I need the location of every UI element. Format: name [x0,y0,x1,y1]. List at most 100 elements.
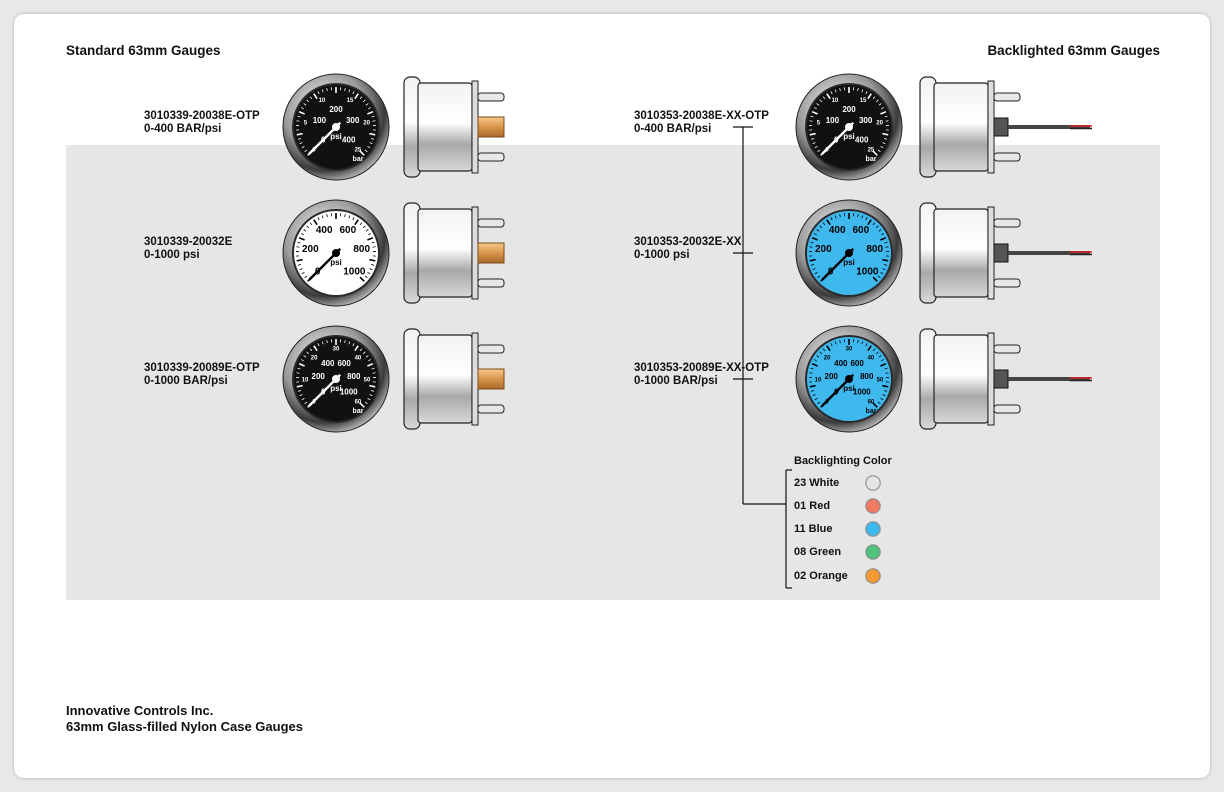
dial-label: 0 [825,399,829,405]
dial-label: 10 [302,378,309,384]
gauge-case [933,208,989,298]
dial-label: 40 [868,356,875,362]
gauge-side-s0 [403,76,505,178]
dial-label: 200 [302,244,319,255]
needle-hub [845,123,853,131]
dial-label: 15 [347,98,354,104]
footer: Innovative Controls Inc. 63mm Glass-fill… [66,703,303,735]
needle-hub [845,375,853,383]
part-number: 3010353-20038E-XX-OTP [634,110,769,122]
gauge-side-s1 [403,202,505,304]
dial-label: 1000 [343,266,366,277]
dial-label: 800 [353,244,370,255]
dial-label: 60 [355,399,362,405]
red-swatch-icon [865,498,881,514]
needle-hub [332,123,340,131]
dial-label: 0 [825,147,829,153]
dial-label: 400 [829,225,846,236]
backlighting-color-title: Backlighting Color [794,455,892,467]
gauge-case [417,82,473,172]
dial-unit: bar [353,156,364,163]
dial-label: 800 [860,372,874,381]
gauge-side-s2 [403,328,505,430]
range: 0-400 BAR/psi [144,123,222,135]
mounting-bracket [471,80,479,174]
dial-label: 20 [876,121,883,127]
range: 0-1000 BAR/psi [144,375,228,387]
dial-label: 200 [815,244,832,255]
mounting-stud [477,404,505,414]
dial-unit: psi [843,132,855,141]
dial-label: 800 [866,244,883,255]
gauge-case [933,334,989,424]
dial-unit: psi [330,132,342,141]
dial-unit: psi [330,258,342,267]
dial-label: 800 [347,372,361,381]
range: 0-1000 BAR/psi [634,375,718,387]
standard-gauges-heading: Standard 63mm Gauges [66,43,221,58]
dial-label: 600 [850,359,864,368]
dial-label: 100 [826,116,840,125]
color-option-orange: 02 Orange [794,570,848,582]
wire-grommet [993,369,1009,389]
dial-label: 400 [834,359,848,368]
dial-label: 20 [311,356,318,362]
product-description: 63mm Glass-filled Nylon Case Gauges [66,719,303,734]
dial-label: 600 [339,225,356,236]
gauge-side-b0 [919,76,1092,178]
dial-label: 1000 [340,388,358,397]
gauge-case [417,208,473,298]
mounting-stud [477,152,505,162]
standard-gauge-label-2: 3010339-20032E 0-1000 psi [144,236,232,262]
mounting-stud [993,92,1021,102]
dial-label: 1000 [856,266,879,277]
dial-label: 400 [316,225,333,236]
dial-label: 400 [321,359,335,368]
orange-swatch-icon [865,568,881,584]
needle-hub [332,249,340,257]
dial-label: 20 [824,356,831,362]
mounting-bracket [471,332,479,426]
dial-label: 300 [346,116,360,125]
green-swatch-icon [865,544,881,560]
mounting-stud [993,278,1021,288]
mounting-bracket [987,80,995,174]
brass-fitting [477,368,505,390]
color-option-red: 01 Red [794,500,831,512]
mounting-stud [477,218,505,228]
dial-label: 10 [815,378,822,384]
part-number: 3010353-20089E-XX-OTP [634,362,769,374]
color-option-white: 23 White [794,477,840,489]
mounting-stud [993,404,1021,414]
dial-label: 600 [852,225,869,236]
mounting-stud [477,278,505,288]
gauge-face-b1: 02004006008001000psi [795,199,903,307]
dial-label: 40 [355,356,362,362]
dial-label: 1000 [853,388,871,397]
gauge-case [417,334,473,424]
gauge-side-b1 [919,202,1092,304]
mounting-stud [993,218,1021,228]
standard-gauge-label-3: 3010339-20089E-OTP 0-1000 BAR/psi [144,362,260,388]
wire-grommet [993,117,1009,137]
color-option-green: 08 Green [794,546,842,558]
part-number: 3010339-20089E-OTP [144,362,260,374]
mounting-bracket [987,332,995,426]
dial-label: 60 [868,399,875,405]
dial-label: 100 [313,116,327,125]
brass-fitting [477,242,505,264]
gauge-side-b2 [919,328,1092,430]
needle-hub [332,375,340,383]
dial-label: 30 [333,347,340,353]
gauge-face-s2: 020040060080010000102030405060barpsi [282,325,390,433]
dial-label: 25 [868,147,875,153]
part-number: 3010339-20038E-OTP [144,110,260,122]
dial-label: 30 [846,347,853,353]
white-swatch-icon [865,475,881,491]
range: 0-1000 psi [634,249,690,261]
gauge-face-s0: 01002003004000510152025barpsi [282,73,390,181]
color-option-blue: 11 Blue [794,523,833,535]
mounting-stud [993,152,1021,162]
dial-unit: bar [866,408,877,415]
